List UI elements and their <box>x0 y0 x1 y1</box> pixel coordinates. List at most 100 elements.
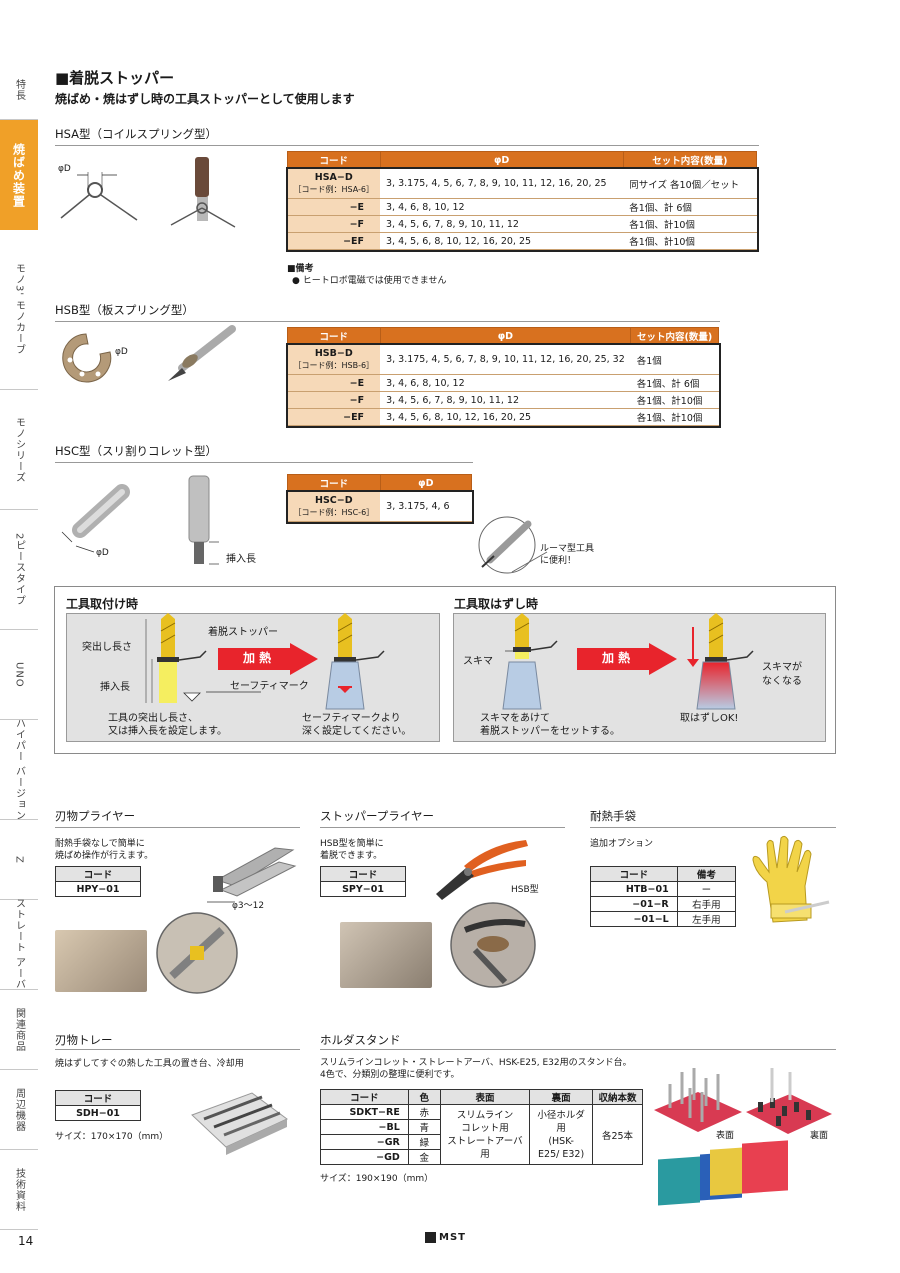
stand-row-color: 赤 <box>407 1104 441 1120</box>
hsb-row-sizes: 3, 4, 6, 8, 10, 12 <box>380 374 631 392</box>
gloves-code-table: コード 備考 HTB−01 ー −01−R 右手用 −01−L 左手用 <box>590 866 737 927</box>
gloves-heading: 耐熱手袋 <box>590 809 636 823</box>
glove-product-icon <box>752 835 830 923</box>
gloves-row-note: ー <box>676 881 737 897</box>
stand-row-code: −GD <box>320 1149 409 1165</box>
hsa-header-code: コード <box>287 151 381 169</box>
stand-back-label: 裏面 <box>810 1131 829 1141</box>
side-tab[interactable]: 関連商品 <box>0 990 38 1070</box>
side-tab-label: 特長 <box>13 78 25 101</box>
stand-front-label: 表面 <box>716 1131 735 1141</box>
insert-length-label: 挿入長 <box>100 682 130 693</box>
hsa-row-code: −EF <box>287 232 381 250</box>
side-tab[interactable]: Z <box>0 820 38 900</box>
hsa-header-set: セット内容(数量) <box>622 151 758 169</box>
hsc-heading: HSC型（スリ割りコレット型） <box>55 444 217 458</box>
hsc-spec-table: コード φD HSC−D［コード例：HSC-6］ 3, 3.175, 4, 6 <box>285 474 474 524</box>
side-tab-label: ストレート アーバ <box>13 898 25 991</box>
stand-row-color: 青 <box>407 1119 441 1135</box>
hsb-row-sizes: 3, 4, 5, 6, 8, 10, 12, 16, 20, 25 <box>380 408 631 426</box>
hsa-row-code: −F <box>287 215 381 233</box>
hsb-row-code: −EF <box>287 408 381 426</box>
side-tab[interactable]: UNO <box>0 630 38 720</box>
stand-desc: スリムラインコレット・ストレートアーバ、HSK-E25, E32用のスタンド台。… <box>320 1058 632 1080</box>
hsa-dim-label: φD <box>58 164 71 174</box>
side-tab[interactable]: モノ3' モノカーブ <box>0 230 38 390</box>
stopper-plier-zoom-icon <box>450 902 536 988</box>
plier-zoom-icon <box>156 912 238 994</box>
table-row: −EF 3, 4, 5, 6, 8, 10, 12, 16, 20, 25 各1… <box>287 408 719 426</box>
stand-row-code: −BL <box>320 1119 409 1135</box>
table-row: −E 3, 4, 6, 8, 10, 12 各1個、計 6個 <box>287 374 719 392</box>
side-tab[interactable]: ストレート アーバ <box>0 898 38 991</box>
stand-divider <box>320 1049 836 1050</box>
side-tab[interactable]: 2ピースタイプ <box>0 510 38 630</box>
stopper-plier-code-table: コード SPY−01 <box>320 866 406 897</box>
remove-heat-label: 加 熱 <box>602 651 631 665</box>
side-tab[interactable]: 技術資料 <box>0 1150 38 1230</box>
stopper-plier-code: SPY−01 <box>320 881 406 897</box>
hsb-row-set: 各1個、計10個 <box>630 408 719 426</box>
table-row: SDKT−RE 赤 スリムライン コレット用 ストレートアーバ用 小径ホルダ用 … <box>320 1104 643 1165</box>
mount-drawing-icon <box>145 613 385 710</box>
stand-code-table: コード 色 表面 裏面 収納本数 SDKT−RE 赤 スリムライン コレット用 … <box>320 1089 643 1165</box>
tray-desc: 焼はずしてすぐの熱した工具の置き台、冷却用 <box>55 1059 244 1069</box>
plier-code: HPY−01 <box>55 881 141 897</box>
side-tab-label: ハイパー バージョン <box>13 717 25 822</box>
gap-gone-label: スキマが なくなる <box>762 662 802 687</box>
mount-heat-arrow-icon <box>218 643 318 675</box>
hsa-header-diameter: φD <box>379 151 624 169</box>
hsb-dim-label: φD <box>115 347 128 357</box>
stand-heading: ホルダスタンド <box>320 1033 401 1047</box>
gloves-row-code: −01−R <box>590 896 678 912</box>
table-row: HSA−D［コード例：HSA-6］ 3, 3.175, 4, 5, 6, 7, … <box>287 168 757 199</box>
page-subtitle: 焼ばめ・焼はずし時の工具ストッパーとして使用します <box>55 92 355 106</box>
tray-divider <box>55 1049 300 1050</box>
side-tab[interactable]: 焼ばめ装置 <box>0 120 38 230</box>
stand-row-color: 金 <box>407 1149 441 1165</box>
gloves-row-note: 左手用 <box>676 911 737 927</box>
stand-header-front: 表面 <box>439 1089 531 1105</box>
hsb-row-example: ［コード例：HSB-6］ <box>293 360 375 370</box>
hsa-row-code: HSA−D <box>314 171 353 183</box>
side-tab[interactable]: 周辺機器 <box>0 1070 38 1150</box>
hsa-row-set: 各1個、計10個 <box>623 215 757 233</box>
table-row: −01−L 左手用 <box>590 911 737 927</box>
stopper-plier-usage-photo <box>340 922 432 988</box>
side-tab-label: 焼ばめ装置 <box>11 142 26 208</box>
side-tab[interactable]: 特長 <box>0 60 38 120</box>
tray-code-header: コード <box>55 1090 141 1106</box>
hsc-row-sizes: 3, 3.175, 4, 6 <box>380 491 472 522</box>
tray-code: SDH−01 <box>55 1105 141 1121</box>
hsb-row-code: −F <box>287 391 381 409</box>
tray-product-icon <box>191 1092 288 1155</box>
hsa-coil-spring-icon <box>60 172 138 221</box>
stand-row-color: 緑 <box>407 1134 441 1150</box>
side-tab[interactable]: モノシリーズ <box>0 390 38 510</box>
plier-product-icon <box>207 847 297 903</box>
hsc-callout: ルーマ型工具 に便利！ <box>540 544 595 566</box>
side-tab[interactable]: ハイパー バージョン <box>0 717 38 822</box>
hsb-heading: HSB型（板スプリング型） <box>55 303 194 317</box>
gloves-row-code: −01−L <box>590 911 678 927</box>
hsb-divider <box>55 321 720 322</box>
plier-usage-photo <box>55 930 147 992</box>
hsc-insert-label: 挿入長 <box>226 554 256 565</box>
table-row: −F 3, 4, 5, 6, 7, 8, 9, 10, 11, 12 各1個、計… <box>287 215 757 233</box>
stand-count: 各25本 <box>592 1104 643 1165</box>
plier-desc: 耐熱手袋なしで簡単に 焼ばめ操作が行えます。 <box>55 839 154 861</box>
mount-heat-label: 加 熱 <box>243 651 272 665</box>
hsa-divider <box>55 145 759 146</box>
side-tab-label: 関連商品 <box>13 1007 25 1052</box>
hsb-row-sizes: 3, 4, 5, 6, 7, 8, 9, 10, 11, 12 <box>380 391 631 409</box>
plier-code-header: コード <box>55 866 141 882</box>
hsa-note: ● ヒートロボ電磁では使用できません <box>292 276 447 286</box>
logo-text: MST <box>439 1232 466 1243</box>
gap-label: スキマ <box>463 656 493 667</box>
safety-mark-label: セーフティマーク <box>230 681 309 692</box>
table-row: −GD 金 <box>320 1149 643 1165</box>
plier-dim-label: φ3〜12 <box>232 901 265 911</box>
hsb-product-photo-icon <box>168 325 236 381</box>
stand-header-back: 裏面 <box>529 1089 593 1105</box>
gloves-desc: 追加オプション <box>590 839 654 849</box>
